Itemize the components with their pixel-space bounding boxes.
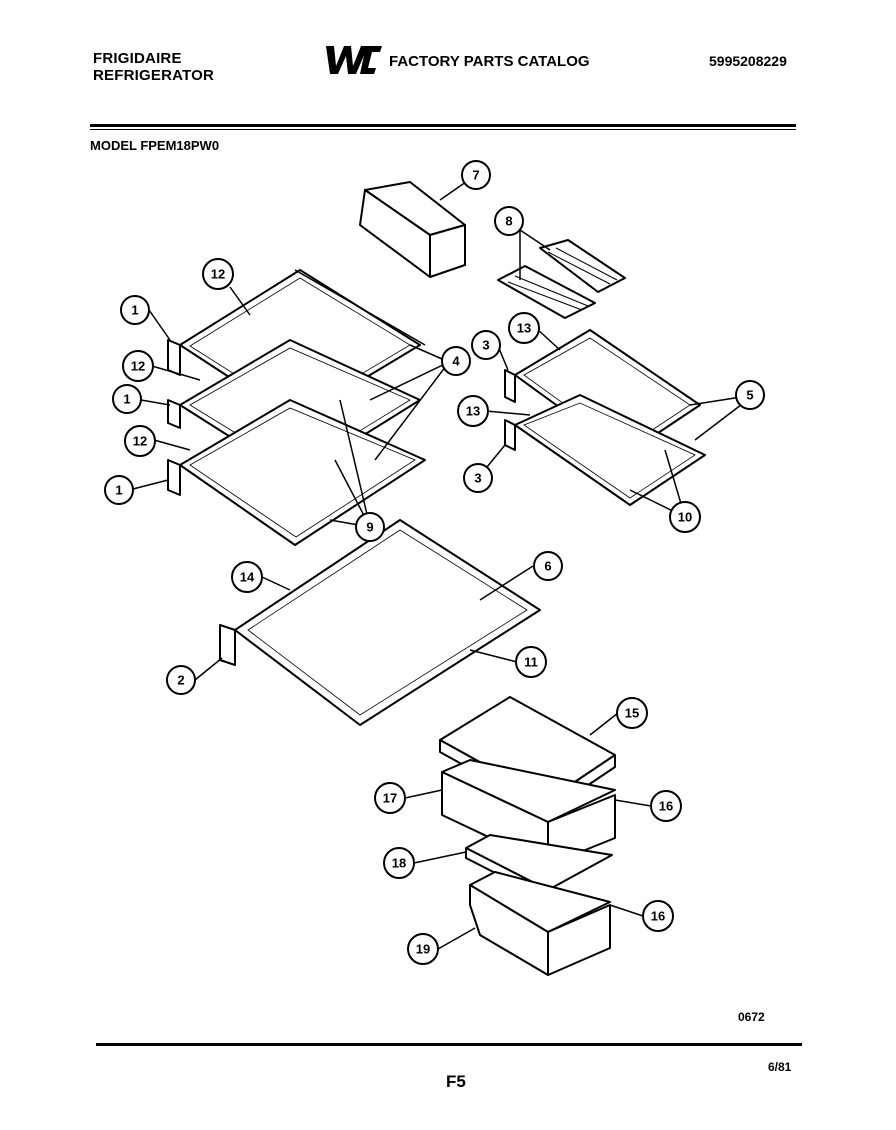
svg-text:12: 12 (131, 359, 145, 374)
svg-text:3: 3 (474, 471, 481, 486)
shelf-large (219, 519, 541, 726)
callout-16b: 16 (642, 900, 674, 932)
brand-line-2: REFRIGERATOR (93, 67, 215, 84)
callout-5: 5 (735, 380, 765, 410)
wci-logo (326, 46, 382, 74)
callout-1a: 1 (120, 295, 150, 325)
page-number: F5 (446, 1072, 466, 1091)
svg-text:2: 2 (177, 673, 184, 688)
header-rule (90, 124, 796, 127)
callout-3a: 3 (471, 330, 501, 360)
svg-text:6: 6 (544, 559, 551, 574)
callout-13b: 13 (457, 395, 489, 427)
shelf-bottom-right (504, 394, 706, 506)
svg-text:16: 16 (659, 799, 673, 814)
callout-9: 9 (355, 512, 385, 542)
svg-text:4: 4 (452, 354, 460, 369)
callout-12a: 12 (202, 258, 234, 290)
svg-text:1: 1 (123, 392, 130, 407)
svg-text:17: 17 (383, 791, 397, 806)
svg-text:18: 18 (392, 856, 406, 871)
callout-1c: 1 (104, 475, 134, 505)
svg-text:13: 13 (466, 404, 480, 419)
callout-14: 14 (231, 561, 263, 593)
model-label: MODEL FPEM18PW0 (90, 138, 220, 153)
callout-6: 6 (533, 551, 563, 581)
svg-text:15: 15 (625, 706, 639, 721)
svg-text:5: 5 (746, 388, 753, 403)
callout-2: 2 (166, 665, 196, 695)
callout-12c: 12 (124, 425, 156, 457)
svg-text:19: 19 (416, 942, 430, 957)
svg-text:13: 13 (517, 321, 531, 336)
callout-11: 11 (515, 646, 547, 678)
callout-17: 17 (374, 782, 406, 814)
drawing-code: 0672 (738, 1010, 765, 1024)
callout-4: 4 (441, 346, 471, 376)
svg-text:8: 8 (505, 214, 512, 229)
crisper-pan-lower (469, 871, 611, 976)
svg-text:10: 10 (678, 510, 692, 525)
svg-text:1: 1 (115, 483, 122, 498)
svg-text:12: 12 (133, 434, 147, 449)
svg-text:16: 16 (651, 909, 665, 924)
callout-12b: 12 (122, 350, 154, 382)
svg-text:12: 12 (211, 267, 225, 282)
callout-13a: 13 (508, 312, 540, 344)
brand-block: FRIGIDAIRE REFRIGERATOR (93, 50, 214, 84)
callout-19: 19 (407, 933, 439, 965)
header-rule-thin (90, 129, 796, 130)
catalog-date: 6/81 (768, 1060, 792, 1074)
callout-15: 15 (616, 697, 648, 729)
callout-8: 8 (494, 206, 524, 236)
svg-text:11: 11 (524, 655, 538, 670)
svg-text:3: 3 (482, 338, 489, 353)
svg-text:9: 9 (366, 520, 373, 535)
callout-1b: 1 (112, 384, 142, 414)
callout-16a: 16 (650, 790, 682, 822)
svg-text:7: 7 (472, 168, 479, 183)
footer-rule (96, 1043, 802, 1046)
callout-3b: 3 (463, 463, 493, 493)
svg-text:1: 1 (131, 303, 138, 318)
svg-text:14: 14 (240, 570, 255, 585)
callout-10: 10 (669, 501, 701, 533)
part-ice-trays (497, 239, 626, 319)
catalog-title: FACTORY PARTS CATALOG (389, 53, 590, 70)
part-bin (359, 181, 466, 278)
brand-line-1: FRIGIDAIRE (93, 50, 182, 67)
callout-18: 18 (383, 847, 415, 879)
catalog-number: 5995208229 (709, 53, 787, 69)
callout-7: 7 (461, 160, 491, 190)
